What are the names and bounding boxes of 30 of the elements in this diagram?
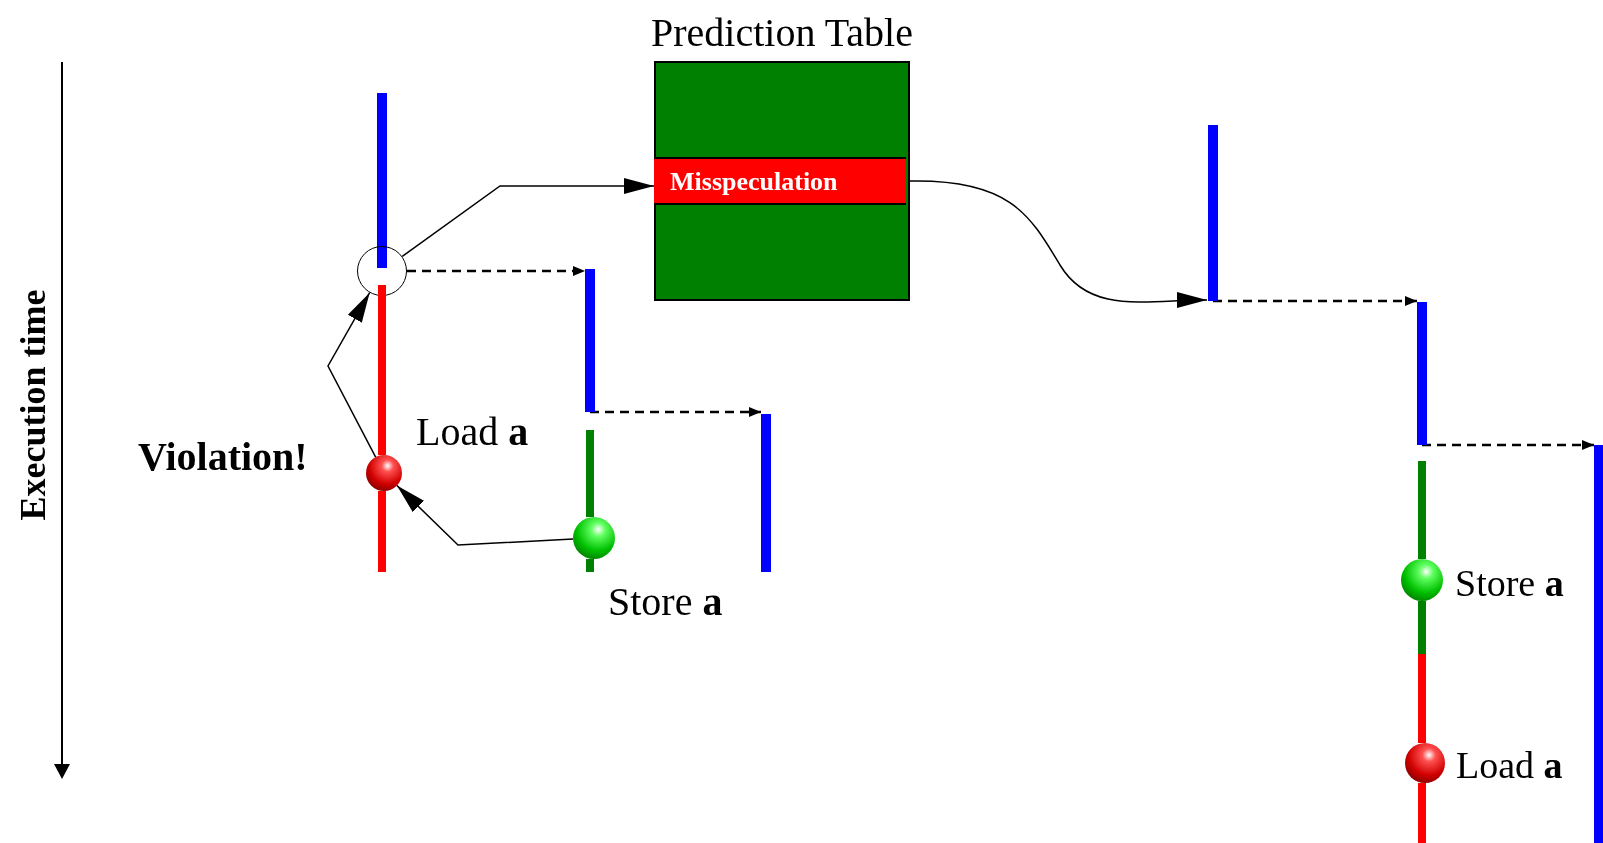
timeline-bar <box>378 285 386 455</box>
dashed-arrow <box>1213 296 1417 306</box>
timeline-bar <box>1208 125 1218 301</box>
dashed-arrow <box>590 407 761 417</box>
timeline-bar <box>1418 783 1426 843</box>
timeline-bar <box>378 491 386 572</box>
timeline-bar <box>585 269 595 412</box>
table-row: Misspeculation <box>654 157 906 205</box>
timeline-bar <box>1594 445 1603 843</box>
timeline-bar <box>1417 302 1427 445</box>
timeline-bar <box>1418 654 1426 743</box>
store-label: Store a <box>1455 564 1564 602</box>
timeline-bar <box>1418 601 1426 654</box>
table-title: Prediction Table <box>651 9 913 57</box>
timeline-bar <box>761 414 771 572</box>
dashed-arrow <box>1422 440 1594 450</box>
load-label: Load a <box>1456 746 1563 784</box>
timeline-bar <box>586 430 594 517</box>
dashed-arrow <box>407 266 585 276</box>
timeline-bar <box>1418 461 1426 559</box>
violation-label: Violation! <box>138 437 308 477</box>
timeline-bar <box>586 559 594 572</box>
arrow <box>401 178 655 258</box>
timeline-bar <box>377 93 387 268</box>
store-label: Store a <box>608 582 723 622</box>
arrow <box>327 292 377 458</box>
arrow <box>396 484 574 546</box>
load-label: Load a <box>416 412 529 452</box>
arrow <box>909 180 1208 309</box>
axis-label: Execution time <box>15 289 51 521</box>
